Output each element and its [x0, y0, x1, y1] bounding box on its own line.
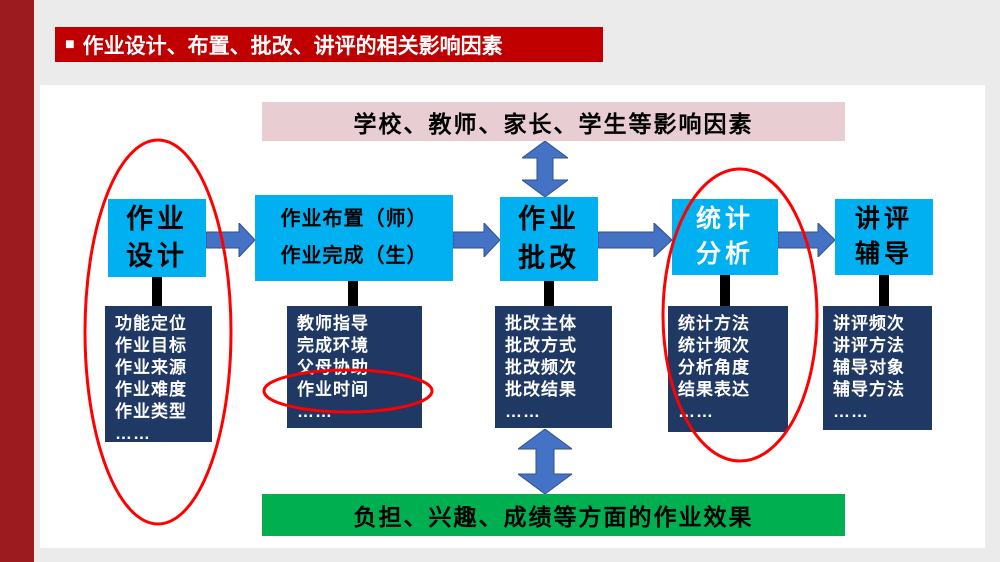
left-accent-strip: [0, 0, 34, 562]
bottom-effect-banner: 负担、兴趣、成绩等方面的作业效果: [262, 494, 845, 536]
stage-box-assign-complete: 作业布置（师） 作业完成（生）: [255, 195, 453, 281]
list-item: 父母协助: [297, 358, 369, 377]
list-item: ……: [505, 402, 541, 421]
box-line: 设计: [126, 240, 188, 271]
list-item: 完成环境: [297, 336, 369, 355]
detail-list-statistics: 统计方法统计频次分析角度结果表达 ……: [668, 306, 788, 432]
list-item: 讲评方法: [833, 336, 905, 355]
list-item: 批改频次: [505, 358, 577, 377]
list-item: 作业来源: [115, 358, 187, 377]
list-item: ……: [297, 402, 333, 421]
list-item: 分析角度: [678, 358, 750, 377]
list-item: 辅导方法: [833, 380, 905, 399]
right-arrow-1: [206, 223, 255, 257]
list-item: 功能定位: [115, 314, 187, 333]
stage-box-review: 作业 批改: [500, 197, 598, 281]
list-item: 作业时间: [297, 380, 369, 399]
connector-design: [152, 277, 162, 306]
detail-list-design: 功能定位作业目标作业来源作业难度作业类型 ……: [105, 306, 212, 443]
box-line: 分析: [695, 240, 754, 269]
list-item: 辅导对象: [833, 358, 905, 377]
detail-list-assign: 教师指导完成环境父母协助作业时间 ……: [287, 306, 422, 428]
list-item: 统计方法: [678, 314, 750, 333]
list-item: 作业类型: [115, 402, 187, 421]
list-item: 统计频次: [678, 336, 750, 355]
box-line: 辅导: [854, 240, 913, 269]
up-down-arrow-top: [522, 141, 568, 197]
detail-list-tutoring: 讲评频次讲评方法辅导对象辅导方法 ……: [823, 306, 932, 430]
box-line: 讲评: [854, 204, 913, 233]
slide-title-banner: ■ 作业设计、布置、批改、讲评的相关影响因素: [55, 27, 603, 62]
up-down-arrow-bottom: [518, 429, 572, 494]
right-arrow-4: [778, 223, 835, 257]
list-item: ……: [833, 402, 869, 421]
stage-box-statistics: 统计 分析: [672, 199, 778, 275]
box-line: 作业: [518, 203, 580, 234]
slide-title-text: 作业设计、布置、批改、讲评的相关影响因素: [82, 34, 503, 58]
right-arrow-2: [453, 223, 500, 257]
list-item: 作业难度: [115, 380, 187, 399]
connector-statistics: [720, 275, 730, 306]
list-item: 结果表达: [678, 380, 750, 399]
box-line: 作业完成（生）: [280, 245, 428, 267]
list-item: 批改结果: [505, 380, 577, 399]
list-item: ……: [678, 402, 714, 421]
square-bullet-icon: ■: [65, 35, 75, 53]
slide-body: 学校、教师、家长、学生等影响因素 负担、兴趣、成绩等方面的作业效果 作业 设计 …: [40, 85, 985, 548]
box-line: 作业布置（师）: [280, 208, 428, 230]
connector-tutoring: [879, 275, 889, 306]
connector-review: [544, 281, 554, 306]
box-line: 批改: [518, 242, 580, 273]
list-item: ……: [115, 424, 151, 443]
list-item: 作业目标: [115, 336, 187, 355]
list-item: 批改主体: [505, 314, 577, 333]
stage-box-tutoring: 讲评 辅导: [835, 199, 933, 275]
list-item: 讲评频次: [833, 314, 905, 333]
stage-box-design: 作业 设计: [108, 199, 206, 277]
list-item: 教师指导: [297, 314, 369, 333]
top-factors-banner: 学校、教师、家长、学生等影响因素: [262, 102, 845, 141]
list-item: 批改方式: [505, 336, 577, 355]
connector-assign: [348, 281, 358, 306]
box-line: 统计: [695, 204, 754, 233]
box-line: 作业: [126, 203, 188, 234]
right-arrow-3: [598, 223, 672, 257]
detail-list-review: 批改主体批改方式批改频次批改结果 ……: [495, 306, 612, 428]
